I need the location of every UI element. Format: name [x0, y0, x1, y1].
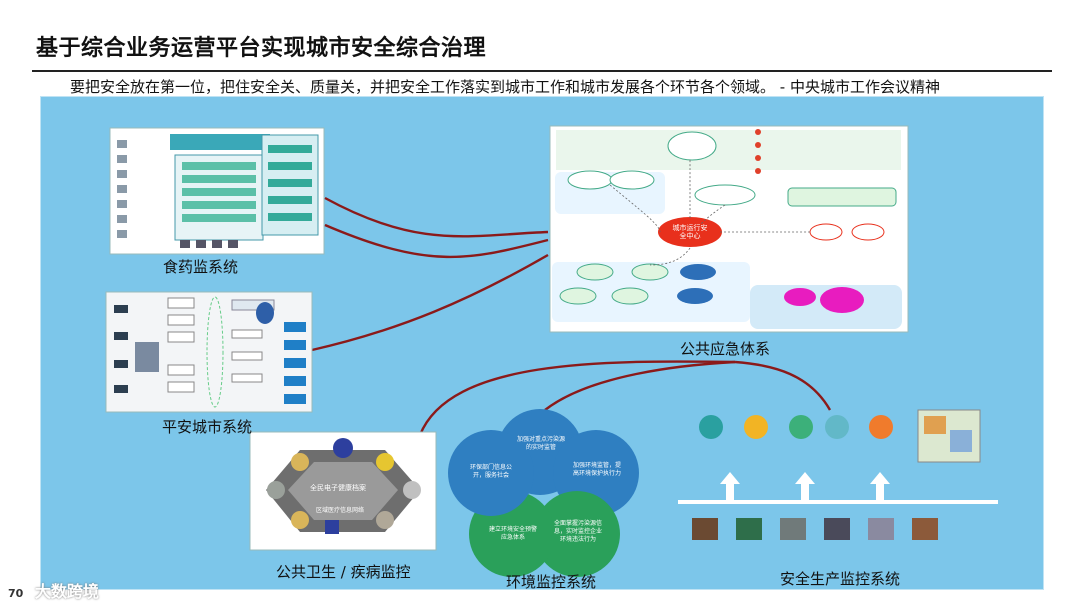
health-center-1: 全民电子健康档案: [310, 484, 366, 492]
label-emergency: 公共应急体系: [680, 340, 771, 358]
env-petal-1: 加强对重点污染源的实时监管: [516, 436, 565, 451]
footer: 70 大数跨境: [8, 578, 99, 602]
label-safe-city: 平安城市系统: [162, 418, 253, 436]
env-petal-5: 环保部门信息公开，服务社会: [469, 464, 512, 479]
environment-petals: [448, 409, 639, 577]
safety-diagram: [678, 409, 998, 540]
label-safety-production: 安全生产监控系统: [780, 570, 901, 588]
label-food-drug: 食药监系统: [163, 258, 239, 276]
label-public-health: 公共卫生 / 疾病监控: [276, 563, 411, 581]
emergency-diagram: [549, 125, 909, 333]
env-petal-4: 建立环境安全预警应急体系: [488, 526, 537, 541]
env-petal-2: 加强环境监管，提高环境保护执行力: [572, 462, 621, 477]
emergency-center-node: 城市运行安全中心: [672, 224, 708, 240]
label-environment: 环境监控系统: [506, 573, 597, 591]
title-rule: [32, 70, 1052, 72]
page-title: 基于综合业务运营平台实现城市安全综合治理: [36, 36, 487, 61]
brand-watermark: 大数跨境: [34, 582, 99, 601]
env-petal-3: 全面掌握污染源信息，实时监控企业环境违法行为: [553, 520, 602, 543]
food-drug-diagram: [109, 127, 325, 255]
health-center-2: 区域医疗信息网络: [316, 507, 365, 514]
safe-city-diagram: [105, 291, 313, 413]
connector-lines: [311, 196, 832, 436]
health-diagram: [249, 431, 437, 551]
page-subtitle: 要把安全放在第一位，把住安全关、质量关，并把安全工作落实到城市工作和城市发展各个…: [70, 78, 940, 96]
page-number: 70: [8, 587, 24, 600]
